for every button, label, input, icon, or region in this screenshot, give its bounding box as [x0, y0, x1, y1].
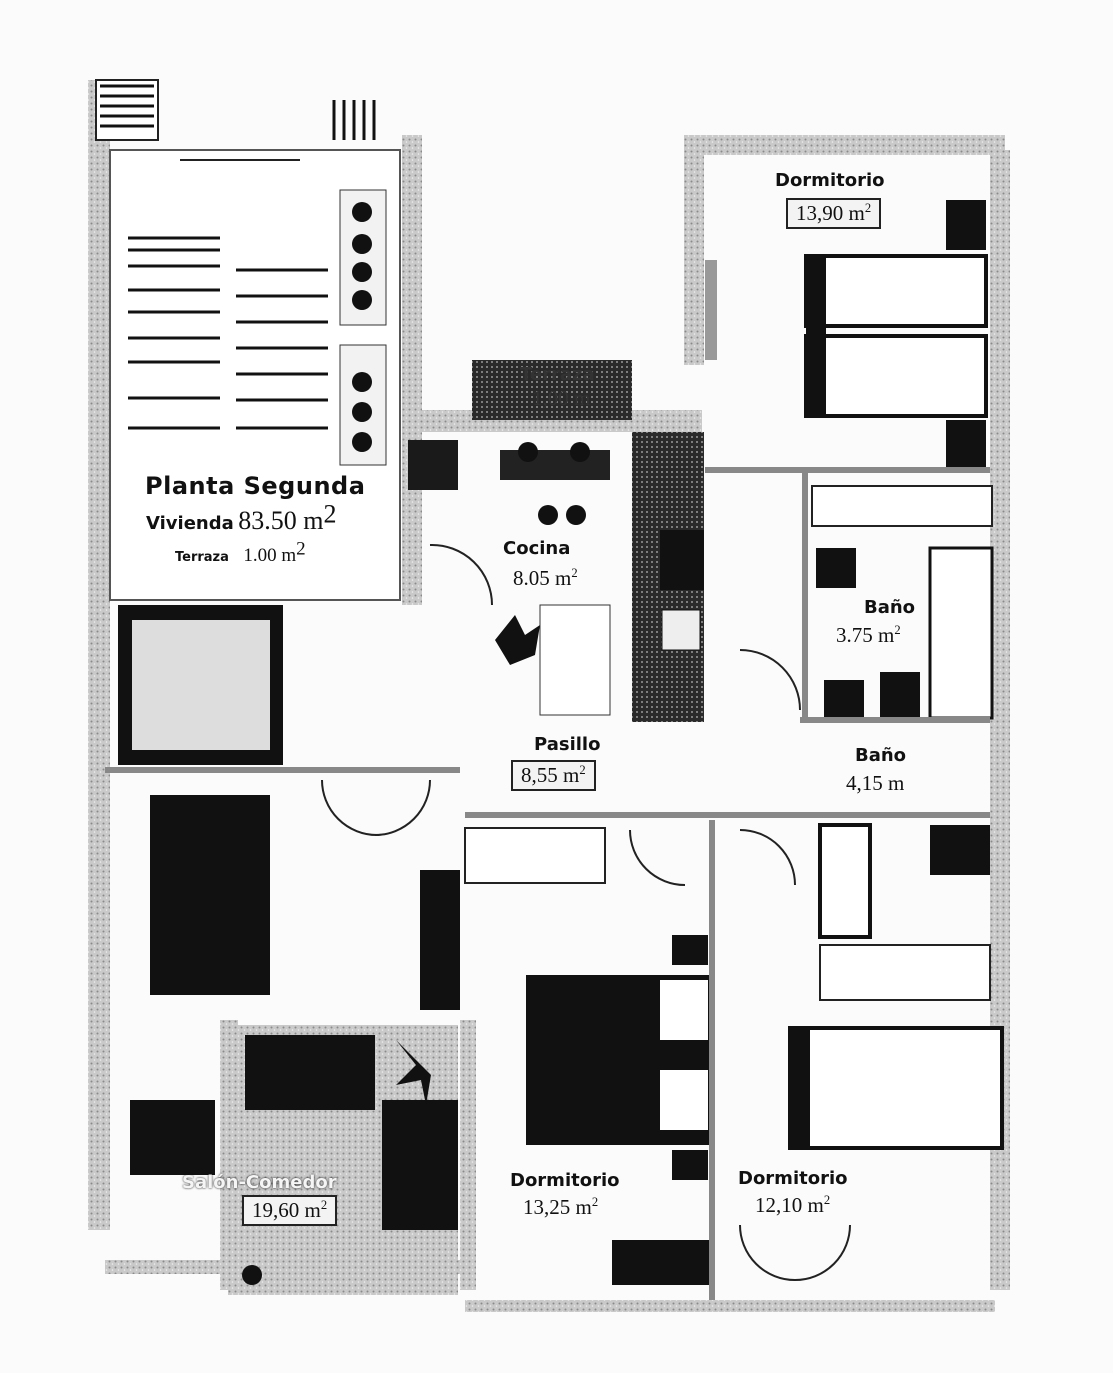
room-name-salon-comedor: Salón-Comedor — [182, 1172, 337, 1193]
room-area-terraza: 1,00 m — [532, 386, 591, 410]
floor-title: Planta Segunda — [145, 472, 366, 500]
room-name-bano-1: Baño — [864, 597, 916, 618]
room-area-bano-2: 4,15 m — [846, 771, 905, 795]
salon-comedor-furniture — [228, 1025, 458, 1295]
terrace-area-label: Terraza 1.00 m2 — [175, 540, 306, 567]
sup-2: 2 — [323, 499, 337, 529]
interior-walls — [105, 467, 990, 1300]
kitchen-fixtures — [408, 360, 704, 722]
bedroom-3-furniture — [612, 1026, 1004, 1285]
bedroom-2-furniture — [420, 827, 796, 1180]
room-area-bano-1: 3.75 m2 — [836, 623, 901, 647]
room-name-cocina: Cocina — [503, 538, 571, 559]
room-area-dormitorio-2: 13,25 m2 — [523, 1195, 599, 1219]
terrace-label: Terraza — [175, 550, 229, 565]
room-area-dormitorio-1: 13,90 m2 — [786, 198, 882, 229]
dwelling-label: Vivienda — [146, 513, 234, 534]
dwelling-area: 83.50 m — [238, 506, 324, 535]
living-room-furniture — [118, 605, 431, 1175]
bedroom-1-furniture — [705, 200, 993, 527]
room-area-salon-comedor: 19,60 m2 — [242, 1195, 338, 1226]
sup-2: 2 — [296, 538, 306, 560]
dwelling-area-label: Vivienda 83.50 m2 — [146, 501, 336, 536]
terrace-area — [95, 79, 401, 601]
room-name-terraza: Terraza — [520, 364, 595, 385]
room-name-dormitorio-1: Dormitorio — [775, 170, 885, 191]
room-name-dormitorio-2: Dormitorio — [510, 1170, 620, 1191]
room-area-cocina: 8.05 m2 — [513, 566, 578, 590]
room-name-dormitorio-3: Dormitorio — [738, 1168, 848, 1189]
room-name-pasillo: Pasillo — [534, 734, 601, 755]
room-area-pasillo: 8,55 m2 — [511, 760, 596, 791]
room-area-dormitorio-3: 12,10 m2 — [755, 1193, 831, 1217]
room-name-bano-2: Baño — [855, 745, 907, 766]
terrace-area: 1.00 m — [243, 545, 297, 566]
bathroom-2-fixtures — [818, 823, 991, 1001]
bathroom-1-fixtures — [739, 546, 994, 720]
